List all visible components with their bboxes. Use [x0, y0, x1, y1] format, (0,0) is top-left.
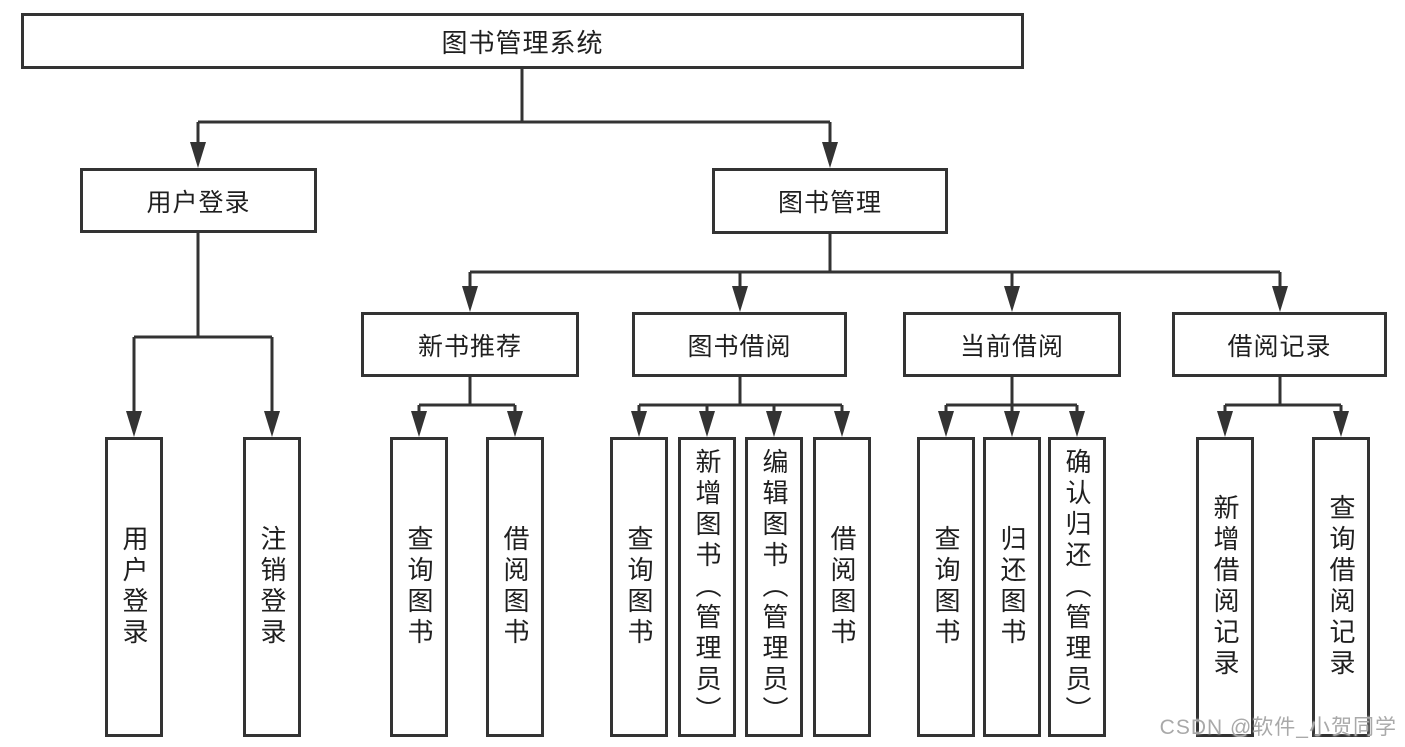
node-book-management: 图书管理 [712, 168, 948, 234]
csdn-watermark: CSDN @软件_小贺同学 [1159, 716, 1397, 739]
node-user-login: 用户登录 [80, 168, 317, 233]
node-book-borrow: 图书借阅 [632, 312, 847, 377]
leaf-add-borrow-record: 新增借阅记录 [1196, 437, 1254, 737]
connector-currentborrow-to-leaves [938, 377, 1085, 437]
leaf-logout: 注销登录 [243, 437, 301, 737]
leaf-user-login: 用户登录 [105, 437, 163, 737]
leaf-add-books-admin: 新增图书（管理员） [678, 437, 736, 737]
connector-borrowrecords-to-leaves [1217, 377, 1349, 437]
leaf-confirm-return-admin: 确认归还（管理员） [1048, 437, 1106, 737]
leaf-query-books-recommend: 查询图书 [390, 437, 448, 737]
leaf-query-borrow-record: 查询借阅记录 [1312, 437, 1370, 737]
node-new-book-recommend: 新书推荐 [361, 312, 579, 377]
connector-bookborrow-to-leaves [631, 377, 850, 437]
connector-newbooks-to-leaves [411, 377, 523, 437]
node-current-borrow: 当前借阅 [903, 312, 1121, 377]
node-borrow-records: 借阅记录 [1172, 312, 1387, 377]
leaf-query-books-current: 查询图书 [917, 437, 975, 737]
leaf-query-books-borrow: 查询图书 [610, 437, 668, 737]
node-library-system: 图书管理系统 [21, 13, 1024, 69]
leaf-edit-books-admin: 编辑图书（管理员） [745, 437, 803, 737]
leaf-borrow-books-borrow: 借阅图书 [813, 437, 871, 737]
connector-userlogin-to-leaves [126, 233, 280, 437]
leaf-borrow-books-recommend: 借阅图书 [486, 437, 544, 737]
connector-root-to-level1 [190, 69, 838, 168]
connector-bookmgmt-to-level2 [462, 234, 1288, 312]
leaf-return-books: 归还图书 [983, 437, 1041, 737]
